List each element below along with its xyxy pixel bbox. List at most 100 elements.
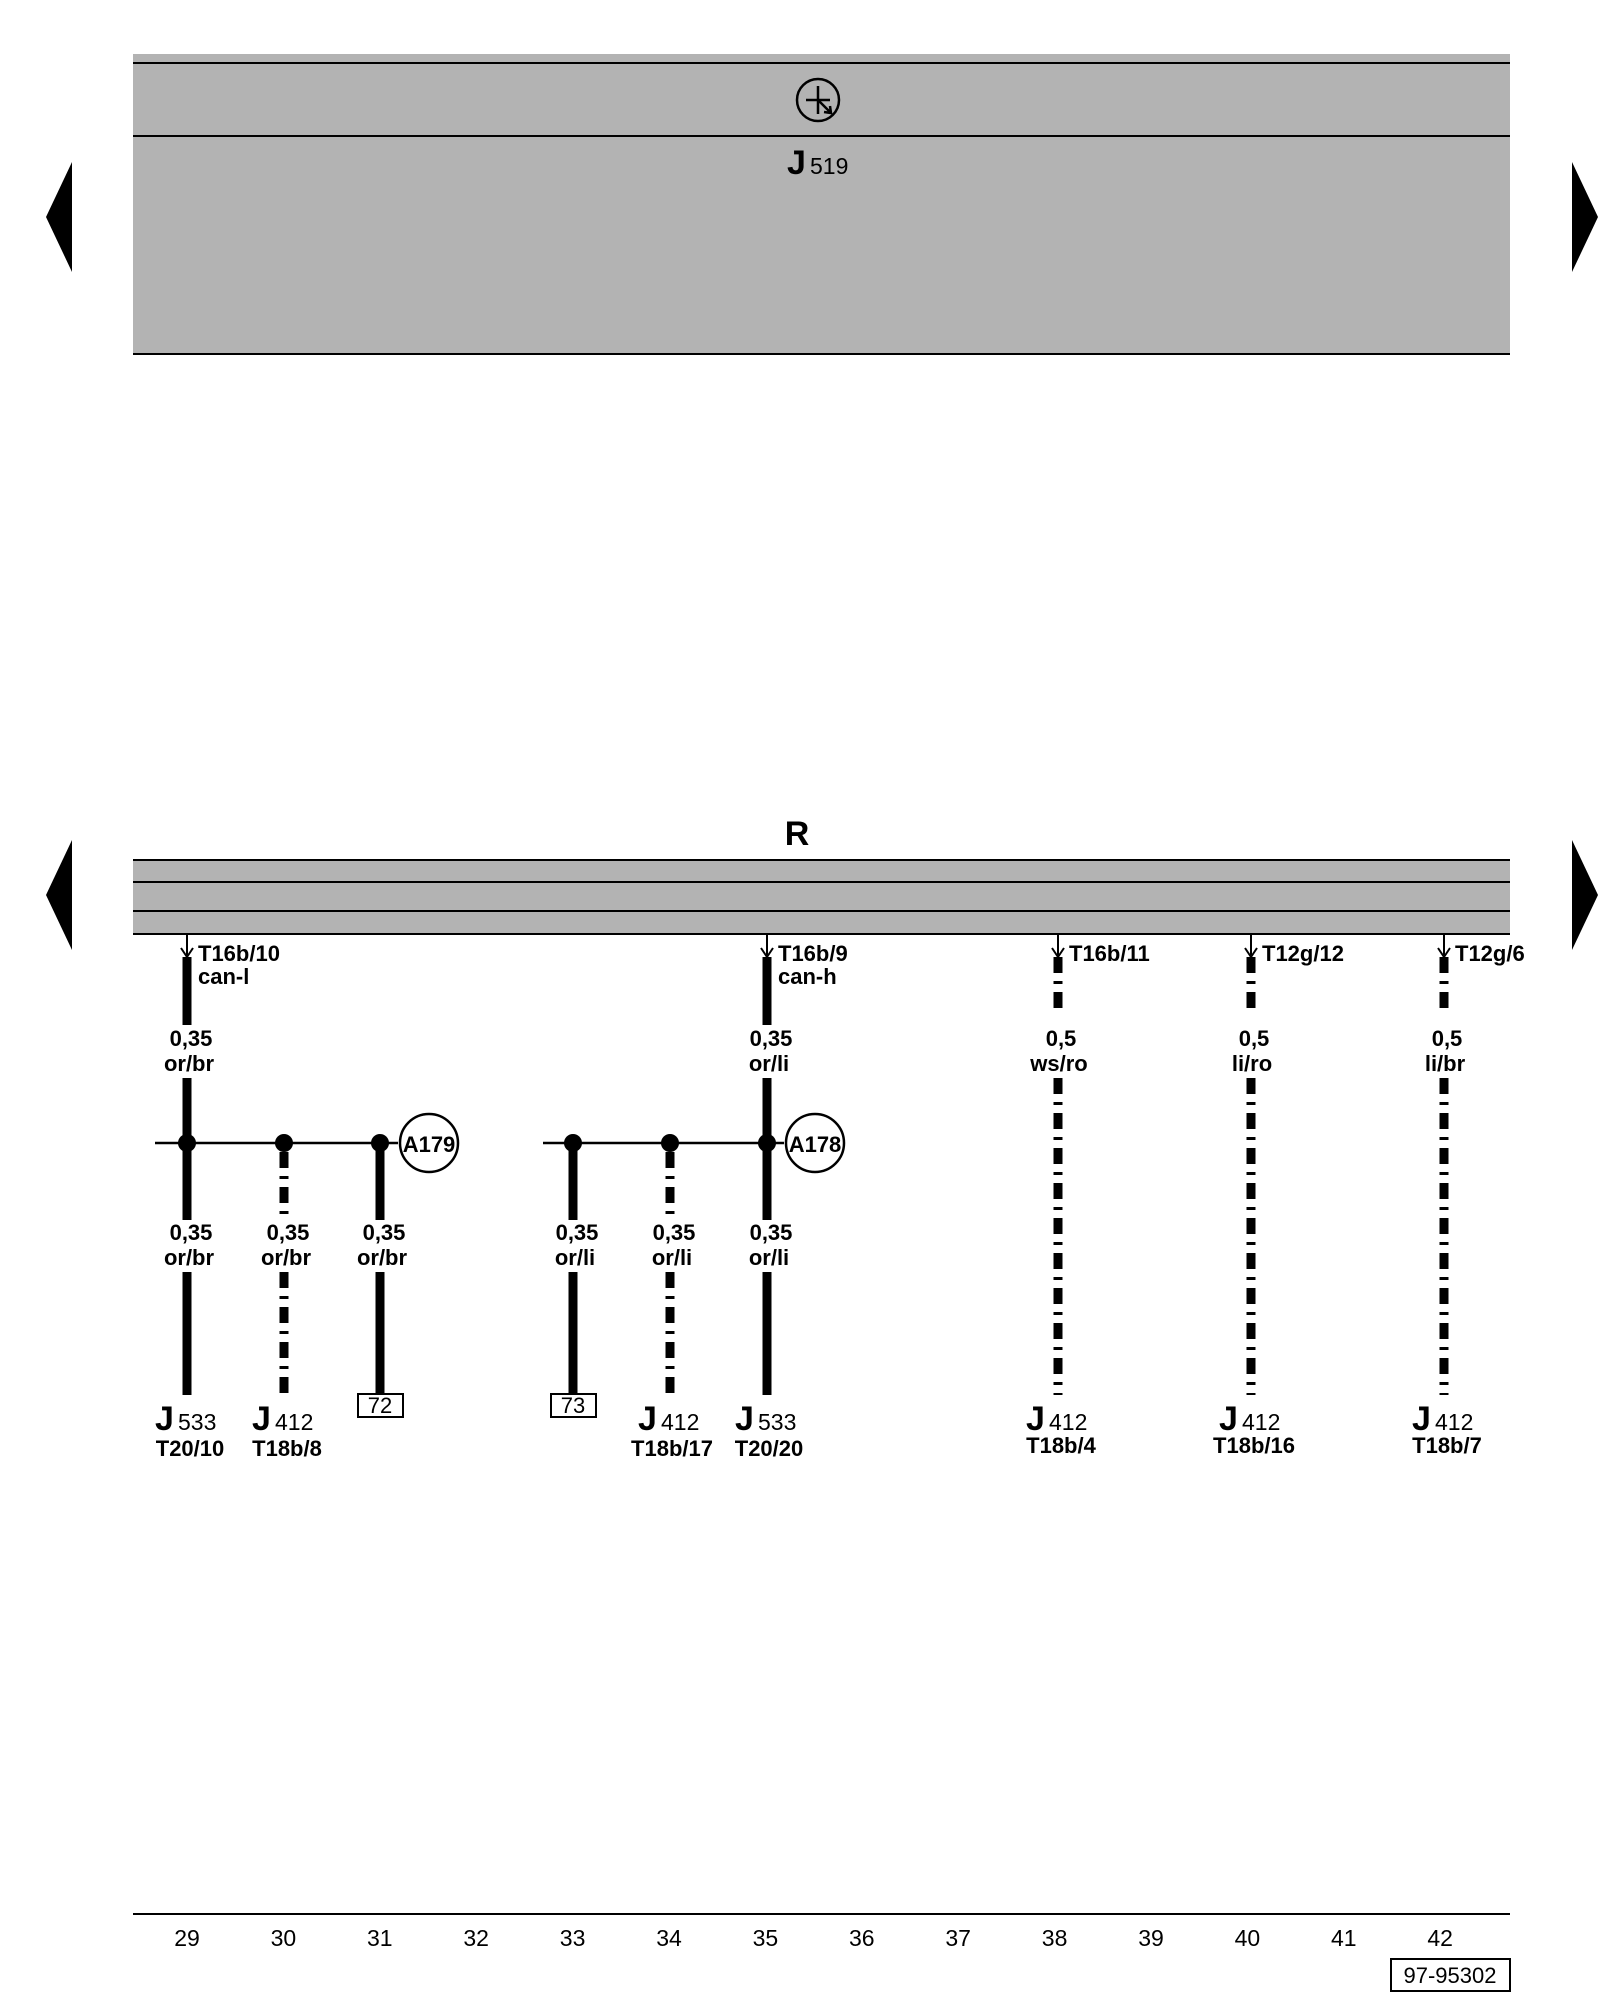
next-page-arrow-icon[interactable] (1572, 840, 1598, 950)
branch-gauge: 0,35 (653, 1220, 696, 1245)
branch-gauge: 0,35 (170, 1220, 213, 1245)
branch-wires-dashed-lower (279, 1272, 675, 1395)
grid-number: 30 (271, 1925, 297, 1951)
terminal-pin: T18b/16 (1213, 1433, 1295, 1458)
grid-number: 36 (849, 1925, 875, 1951)
connector-label: T12g/12 (1262, 941, 1344, 966)
relay-background (133, 860, 1510, 934)
terminal-pin: T18b/17 (631, 1436, 713, 1461)
terminal-number: 533 (178, 1409, 216, 1435)
branch-gauge: 0,35 (750, 1220, 793, 1245)
component-number: 519 (810, 153, 848, 179)
signal-label: can-l (198, 964, 249, 989)
connector-label: T16b/10 (198, 941, 280, 966)
wire-color: or/br (164, 1051, 215, 1076)
terminal-j412-t18b-17: J 412 T18b/17 (631, 1400, 713, 1461)
terminal-letter: J (1026, 1400, 1045, 1438)
grid-number: 31 (367, 1925, 393, 1951)
connector-label: T12g/6 (1455, 941, 1525, 966)
terminal-j412-t18b-8: J 412 T18b/8 (252, 1400, 322, 1461)
connector-arrow-icon (1437, 934, 1451, 959)
terminal-j412-t18b-16: J 412 T18b/16 (1213, 1400, 1295, 1458)
connector-label: T16b/9 (778, 941, 848, 966)
junction-dot (661, 1134, 679, 1152)
terminal-number: 412 (1049, 1409, 1087, 1435)
branch-wires-upper (182, 1143, 772, 1220)
terminal-letter: J (735, 1400, 754, 1438)
connector-arrow-icon (1051, 934, 1065, 959)
electronic-component-icon (795, 77, 841, 123)
terminal-pin: T20/10 (156, 1436, 225, 1461)
page-reference-box[interactable] (357, 1393, 404, 1418)
terminal-letter: J (155, 1400, 174, 1438)
terminal-letter: J (638, 1400, 657, 1438)
grid-number: 33 (560, 1925, 586, 1951)
branch-color: or/li (555, 1245, 595, 1270)
wire-segments-upper (182, 957, 772, 1025)
wire-gauge: 0,35 (170, 1026, 213, 1051)
grid-number: 39 (1138, 1925, 1164, 1951)
terminal-number: 412 (661, 1409, 699, 1435)
document-reference: 97-95302 (1404, 1963, 1497, 1988)
page-reference-box[interactable] (550, 1393, 597, 1418)
terminal-pin: T18b/4 (1026, 1433, 1096, 1458)
terminal-number: 412 (1242, 1409, 1280, 1435)
terminal-j412-t18b-4: J 412 T18b/4 (1026, 1400, 1097, 1458)
branch-color: or/li (652, 1245, 692, 1270)
wire-gauge: 0,35 (750, 1026, 793, 1051)
branch-color: or/br (357, 1245, 408, 1270)
wire-gauge: 0,5 (1046, 1026, 1077, 1051)
terminal-number: 412 (275, 1409, 313, 1435)
junction-label: A179 (403, 1132, 456, 1157)
previous-page-arrow-icon[interactable] (46, 840, 72, 950)
terminal-j412-t18b-7: J 412 T18b/7 (1412, 1400, 1482, 1458)
component-letter: J (787, 144, 806, 182)
branch-color: or/br (261, 1245, 312, 1270)
grid-number: 42 (1427, 1925, 1453, 1951)
terminal-j533-t20-10: J 533 T20/10 (155, 1400, 224, 1461)
wire-color: ws/ro (1029, 1051, 1087, 1076)
branch-gauge: 0,35 (267, 1220, 310, 1245)
terminal-number: 533 (758, 1409, 796, 1435)
junction-marker-icon (398, 1112, 460, 1174)
wire-color: li/ro (1232, 1051, 1272, 1076)
relay-panel-r: R (133, 815, 1510, 935)
terminal-letter: J (252, 1400, 271, 1438)
grid-number: 40 (1235, 1925, 1261, 1951)
control-unit-panel-j519: J 519 (133, 54, 1510, 355)
grid-number: 32 (463, 1925, 489, 1951)
junction-dot (275, 1134, 293, 1152)
document-reference-box (1390, 1958, 1511, 1992)
wire-color: or/li (749, 1051, 789, 1076)
wire-color: li/br (1425, 1051, 1466, 1076)
grid-number: 38 (1042, 1925, 1068, 1951)
next-page-arrow-icon[interactable] (1572, 162, 1598, 272)
branch-color: or/br (164, 1245, 215, 1270)
wire-gauge: 0,5 (1432, 1026, 1463, 1051)
terminal-letter: J (1219, 1400, 1238, 1438)
branch-wires-lower (182, 1272, 772, 1395)
connector-arrow-icon (180, 934, 194, 959)
wire-gauge: 0,5 (1239, 1026, 1270, 1051)
wire-dashed-upper (1053, 957, 1449, 1012)
branch-wires-dashed-upper (279, 1152, 675, 1215)
previous-page-arrow-icon[interactable] (46, 162, 72, 272)
terminal-pin: T20/20 (735, 1436, 804, 1461)
page-reference-label: 73 (561, 1393, 585, 1418)
grid-number: 29 (174, 1925, 200, 1951)
branch-gauge: 0,35 (556, 1220, 599, 1245)
terminal-pin: T18b/8 (252, 1436, 322, 1461)
grid-number: 35 (753, 1925, 779, 1951)
junction-marker-icon (784, 1112, 846, 1174)
relay-label: R (785, 815, 810, 853)
connector-label: T16b/11 (1069, 941, 1150, 966)
junction-label: A178 (789, 1132, 842, 1157)
grid-number: 41 (1331, 1925, 1357, 1951)
connector-arrow-icon (1244, 934, 1258, 959)
terminal-letter: J (1412, 1400, 1431, 1438)
terminal-pin: T18b/7 (1412, 1433, 1482, 1458)
branch-color: or/li (749, 1245, 789, 1270)
branch-gauge: 0,35 (363, 1220, 406, 1245)
